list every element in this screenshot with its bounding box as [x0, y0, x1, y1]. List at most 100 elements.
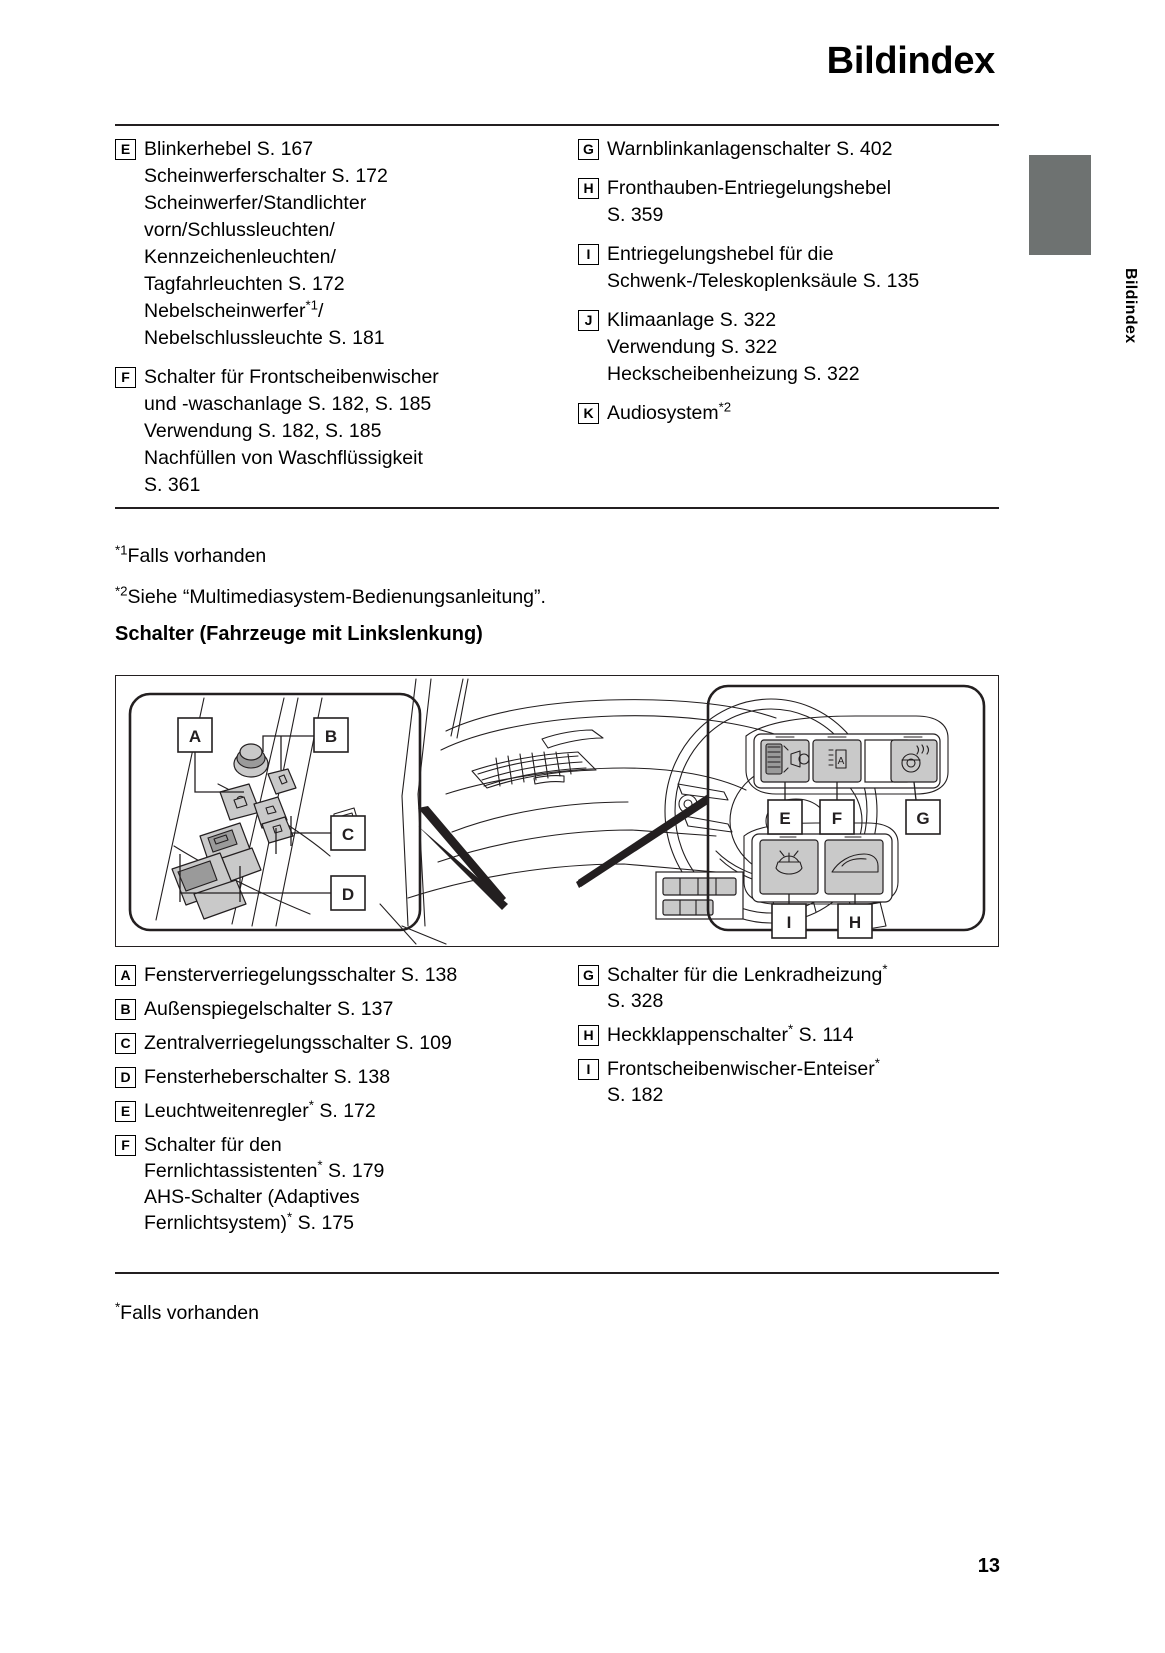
index-entry-line: Nachfüllen von Waschflüssigkeit [144, 447, 423, 469]
svg-text:A: A [189, 727, 201, 746]
index-entry-lines: Fensterheberschalter S. 138 [144, 1064, 535, 1090]
window-regulator-switches [171, 822, 262, 920]
index-entry-line: Tagfahrleuchten S. 172 [144, 273, 345, 295]
index-tag-box: J [578, 310, 599, 331]
index-entry-line: Leuchtweitenregler* S. 172 [144, 1097, 376, 1122]
index-entry-line: Nebelscheinwerfer*1/ [144, 297, 324, 322]
section-heading: Schalter (Fahrzeuge mit Linkslenkung) [115, 623, 483, 645]
index-tag-box: B [115, 999, 136, 1020]
svg-text:G: G [916, 809, 929, 828]
index-entry-line: Verwendung S. 322 [607, 336, 778, 358]
index-entry-lines: Leuchtweitenregler* S. 172 [144, 1098, 535, 1124]
index-entry-line: Fensterverriegelungsschalter S. 138 [144, 964, 458, 986]
index-entry-lines: Außenspiegelschalter S. 137 [144, 996, 535, 1022]
index-entry-i: I Frontscheibenwischer-Enteiser* S. 182 [578, 1056, 1008, 1108]
svg-text:B: B [325, 727, 337, 746]
index-entry-lines: Audiosystem*2 [607, 400, 1008, 427]
index-entry-line: Nebelschlussleuchte S. 181 [144, 327, 385, 349]
door-lock-switch [253, 796, 294, 844]
callout-I: I [771, 894, 807, 939]
index-entry-line: Schalter für die Lenkradheizung* [607, 961, 888, 986]
dash-switch-detail-panel: A [706, 684, 986, 939]
door-switch-detail-panel: A B C D [128, 692, 422, 932]
index-entry-line: S. 359 [607, 204, 664, 226]
index-entry-line: Frontscheibenwischer-Enteiser* [607, 1055, 880, 1080]
index-tag-box: K [578, 403, 599, 424]
svg-text:E: E [779, 809, 790, 828]
svg-text:C: C [342, 825, 354, 844]
index-entry-lines: Heckklappenschalter* S. 114 [607, 1022, 1008, 1048]
index-entry-line: AHS-Schalter (Adaptives [144, 1186, 360, 1208]
mirror-adjust-switch [233, 743, 269, 778]
index-entry-line: Fernlichtsystem)* S. 175 [144, 1209, 354, 1234]
index-tag-box: D [115, 1067, 136, 1088]
index-entry-line: und -waschanlage S. 182, S. 185 [144, 393, 432, 415]
callout-B: B [262, 717, 349, 770]
index-tag-box: H [578, 1025, 599, 1046]
index-entry-h: H Heckklappenschalter* S. 114 [578, 1022, 1008, 1048]
index-entry-line: S. 361 [144, 474, 201, 496]
index-entry-line: Schalter für den [144, 1134, 282, 1156]
index-entry-line: Fernlichtassistenten* S. 179 [144, 1157, 385, 1182]
index-entry-line: Klimaanlage S. 322 [607, 309, 777, 331]
footnote-star-bottom: *Falls vorhanden [115, 1299, 259, 1324]
index-tag-box: I [578, 1059, 599, 1080]
callout-A: A [177, 717, 244, 793]
index-entry-line: Fensterheberschalter S. 138 [144, 1066, 391, 1088]
footnote-star-1: *1Falls vorhanden [115, 542, 267, 567]
index-tag-box: H [578, 178, 599, 199]
index-entry-line: Blinkerhebel S. 167 [144, 138, 314, 160]
svg-text:D: D [342, 885, 354, 904]
index-entry-lines: Zentralverriegelungsschalter S. 109 [144, 1030, 535, 1056]
auto-high-beam-switch: A [812, 736, 862, 783]
index-tag-box: E [115, 1101, 136, 1122]
switch-locations-figure: .st { fill:none; stroke:#231f20; stroke-… [115, 675, 999, 947]
index-entry-line: Audiosystem*2 [607, 399, 732, 424]
index-entry-lines: Schalter für die Lenkradheizung* S. 328 [607, 962, 1008, 1014]
page-number: 13 [977, 1555, 1000, 1577]
index-entry-line: S. 328 [607, 990, 664, 1012]
mirror-select-switch [267, 768, 297, 795]
steering-wheel-heater-switch [890, 736, 938, 783]
index-entry-line: Warnblinkanlagenschalter S. 402 [607, 138, 893, 160]
index-entry-k: K Audiosystem*2 [578, 400, 1008, 427]
index-entry-g: G Schalter für die Lenkradheizung* S. 328 [578, 962, 1008, 1014]
index-tag-box: C [115, 1033, 136, 1054]
index-tag-box: E [115, 139, 136, 160]
callout-E: E [767, 782, 803, 835]
index-tag-box: F [115, 1135, 136, 1156]
window-lock-switch [219, 783, 261, 821]
power-back-door-switch [824, 836, 884, 895]
index-entry-line: Entriegelungshebel für die [607, 243, 834, 265]
svg-text:H: H [849, 913, 861, 932]
index-entry-b: B Außenspiegelschalter S. 137 [115, 996, 535, 1022]
index-tag-box: G [578, 965, 599, 986]
index-entry-line: Zentralverriegelungsschalter S. 109 [144, 1032, 452, 1054]
svg-text:I: I [787, 913, 792, 932]
callout-D: D [179, 854, 366, 911]
index-entry-line: Schalter für Frontscheibenwischer [144, 366, 439, 388]
index-entry-line: Kennzeichenleuchten/ [144, 246, 336, 268]
index-entry-lines: Frontscheibenwischer-Enteiser* S. 182 [607, 1056, 1008, 1108]
index-entry-line: S. 182 [607, 1084, 664, 1106]
side-tab-marker [1029, 155, 1091, 255]
callout-H: H [837, 894, 873, 939]
index-entry-line: Heckscheibenheizung S. 322 [607, 363, 860, 385]
index-entry-lines: Schalter für Frontscheibenwischer und -wa… [144, 364, 535, 499]
callout-C: C [275, 815, 366, 854]
index-entry-line: Scheinwerferschalter S. 172 [144, 165, 388, 187]
page-title: Bildindex [826, 40, 996, 82]
